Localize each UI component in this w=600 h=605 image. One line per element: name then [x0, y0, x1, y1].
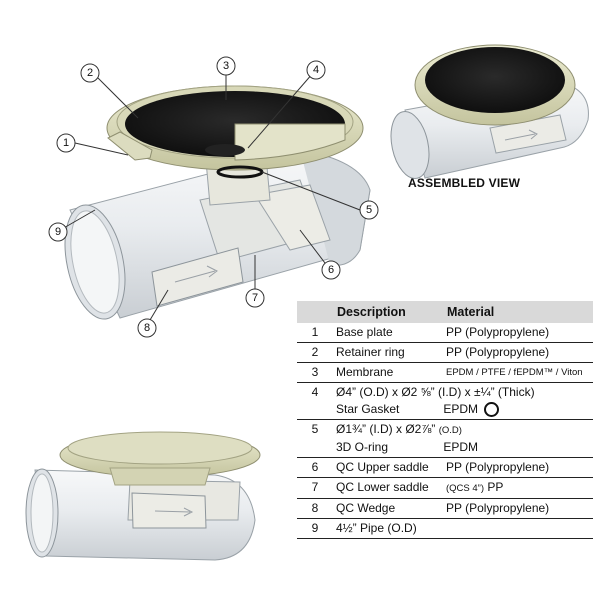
gasket-dimensions: Ø4” (O.D) x Ø2 ⅝” (I.D) x ±¼” (Thick) [336, 385, 535, 399]
cut-section [234, 123, 346, 161]
row-number: 3 [297, 362, 333, 383]
svg-text:4: 4 [313, 64, 319, 76]
table-row: 6 QC Upper saddle PP (Polypropylene) [297, 457, 593, 478]
assembled-view [390, 44, 589, 179]
star-gasket [205, 144, 245, 156]
svg-text:7: 7 [252, 292, 258, 304]
callout-2: 2 [80, 63, 100, 83]
row-number: 2 [297, 342, 333, 363]
row-material-note: (QCS 4”) [446, 483, 484, 494]
row-material [443, 518, 593, 539]
base-plate-edge [107, 131, 153, 161]
svg-text:1: 1 [63, 137, 69, 149]
parts-table: Description Material 1 Base plate PP (Po… [297, 301, 593, 539]
table-row: 4 Ø4” (O.D) x Ø2 ⅝” (I.D) x ±¼” (Thick) … [297, 382, 593, 420]
row-number: 6 [297, 457, 333, 478]
row-description: QC Lower saddle [333, 477, 443, 499]
row-material: PP (Polypropylene) [443, 498, 593, 519]
row-description: Membrane [333, 362, 443, 383]
svg-text:2: 2 [87, 67, 93, 79]
row-number: 9 [297, 518, 333, 539]
row-number: 8 [297, 498, 333, 519]
assembled-view-label: ASSEMBLED VIEW [408, 176, 521, 190]
row-material-wrap: (QCS 4”) PP [443, 477, 593, 499]
row-material: EPDM / PTFE / fEPDM™ / Viton [443, 362, 593, 383]
svg-text:8: 8 [144, 322, 150, 334]
callout-9: 9 [48, 222, 68, 242]
upper-saddle [254, 184, 331, 251]
row-number: 7 [297, 477, 333, 499]
row-number: 1 [297, 323, 333, 343]
gasket-material: EPDM [443, 402, 479, 416]
table-row: 5 Ø1¾” (I.D) x Ø2⅞” (O.D) 3D O-ring EPDM [297, 419, 593, 458]
table-row: 9 4½” Pipe (O.D) [297, 518, 593, 539]
svg-text:5: 5 [366, 204, 372, 216]
header-description: Description [333, 301, 443, 323]
oring-dimensions-unit: (O.D) [438, 425, 462, 436]
row-description: 4½” Pipe (O.D) [333, 518, 443, 539]
callout-5: 5 [359, 200, 379, 220]
callout-4: 4 [306, 60, 326, 80]
row-material: PP (Polypropylene) [443, 342, 593, 363]
callout-6: 6 [321, 260, 341, 280]
row-number: 4 [297, 382, 333, 420]
table-row: 2 Retainer ring PP (Polypropylene) [297, 342, 593, 363]
leader-lines [61, 66, 361, 326]
oring-material: EPDM [443, 440, 479, 454]
star-gasket-icon [484, 402, 500, 418]
assembled-perspective-view [25, 431, 261, 561]
table-row: 3 Membrane EPDM / PTFE / fEPDM™ / Viton [297, 362, 593, 383]
row-material: PP (Polypropylene) [443, 323, 593, 343]
callouts: 1 2 3 4 5 6 7 8 9 [48, 56, 379, 338]
row-number: 5 [297, 419, 333, 458]
gasket-name: Star Gasket [336, 402, 400, 416]
cutaway-view [64, 85, 371, 320]
callout-1: 1 [56, 133, 76, 153]
row-description-wide: Ø1¾” (I.D) x Ø2⅞” (O.D) 3D O-ring EPDM [333, 419, 593, 458]
svg-text:9: 9 [55, 226, 61, 238]
table-row: 8 QC Wedge PP (Polypropylene) [297, 498, 593, 519]
row-description-wide: Ø4” (O.D) x Ø2 ⅝” (I.D) x ±¼” (Thick) St… [333, 382, 593, 420]
row-description: Base plate [333, 323, 443, 343]
svg-text:6: 6 [328, 264, 334, 276]
table-row: 7 QC Lower saddle (QCS 4”) PP [297, 477, 593, 499]
row-material: PP [487, 480, 504, 494]
callout-7: 7 [245, 288, 265, 308]
table-row: 1 Base plate PP (Polypropylene) [297, 323, 593, 343]
row-description: QC Upper saddle [333, 457, 443, 478]
parts-table-header: Description Material [297, 301, 593, 323]
row-description: Retainer ring [333, 342, 443, 363]
callout-8: 8 [137, 318, 157, 338]
header-number [297, 301, 333, 323]
oring-dimensions: Ø1¾” (I.D) x Ø2⅞” [336, 422, 436, 436]
wedge [151, 247, 244, 307]
oring-name: 3D O-ring [336, 440, 389, 454]
row-material: PP (Polypropylene) [443, 457, 593, 478]
header-material: Material [443, 301, 593, 323]
svg-text:3: 3 [223, 60, 229, 72]
row-description: QC Wedge [333, 498, 443, 519]
callout-3: 3 [216, 56, 236, 76]
